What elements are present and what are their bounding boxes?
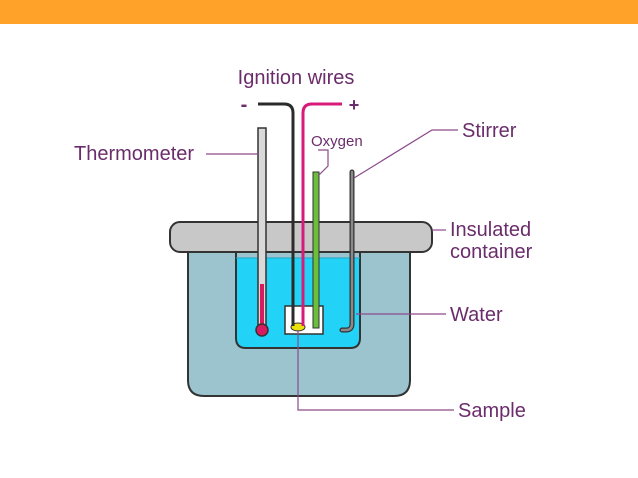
label-ignition-wires: Ignition wires [238, 67, 355, 89]
label-container: container [450, 241, 533, 263]
label-insulated: Insulated [450, 219, 531, 241]
stirrer-rod-inner [340, 170, 354, 332]
thermometer-bulb [255, 323, 269, 337]
label-oxygen: Oxygen [311, 133, 363, 150]
leader-sample [297, 330, 454, 411]
oxygen-tube [312, 171, 320, 329]
label-plus: + [349, 95, 360, 115]
ignition-wire-negative [258, 102, 295, 326]
ignition-wire-positive [301, 102, 342, 326]
label-minus: - [241, 94, 248, 116]
label-sample: Sample [458, 400, 526, 422]
thermometer-mercury [260, 284, 264, 328]
container-lid [169, 221, 433, 253]
top-banner [0, 0, 638, 24]
leader-lines [206, 129, 458, 411]
label-water: Water [450, 304, 503, 326]
label-thermometer: Thermometer [74, 143, 194, 165]
leader-oxygen [317, 149, 329, 177]
leader-stirrer [353, 129, 458, 179]
label-stirrer: Stirrer [462, 120, 517, 142]
